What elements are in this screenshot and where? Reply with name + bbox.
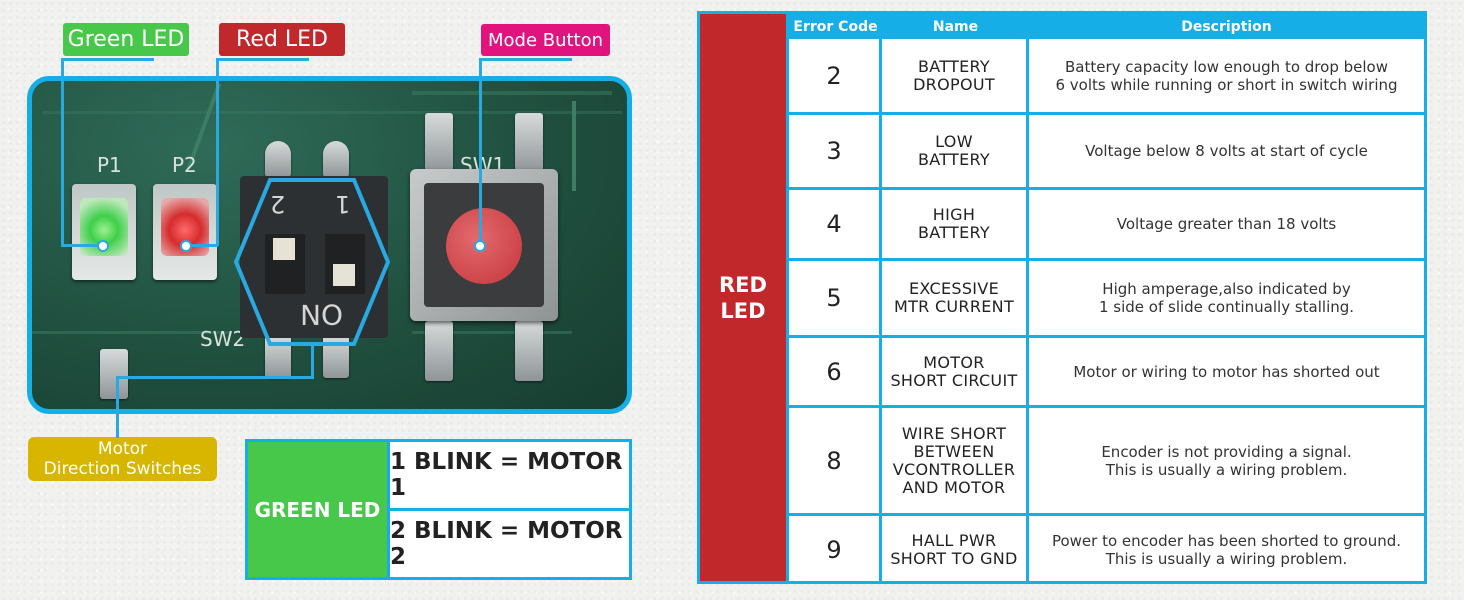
legend-row-2: 2 BLINK = MOTOR 2 bbox=[390, 508, 629, 577]
circuit-board-photo: P1 P2 SW1 SW2 2 1 ON bbox=[27, 76, 632, 414]
table-row: 8 WIRE SHORT BETWEEN VCONTROLLER AND MOT… bbox=[789, 405, 1424, 513]
error-description: High amperage,also indicated by 1 side o… bbox=[1098, 280, 1355, 316]
mode-button-label: Mode Button bbox=[481, 24, 610, 56]
error-name: BATTERY DROPOUT bbox=[882, 39, 1029, 112]
error-code: 6 bbox=[789, 338, 882, 405]
green-led-legend: GREEN LED 1 BLINK = MOTOR 1 2 BLINK = MO… bbox=[245, 439, 632, 580]
p1-silkscreen: P1 bbox=[97, 153, 122, 177]
error-name: MOTOR SHORT CIRCUIT bbox=[882, 338, 1029, 405]
sw2-silkscreen: SW2 bbox=[200, 327, 246, 351]
table-row: 6 MOTOR SHORT CIRCUIT Motor or wiring to… bbox=[789, 335, 1424, 405]
table-header: Error Code Name Description bbox=[789, 14, 1424, 39]
error-name: LOW BATTERY bbox=[882, 115, 1029, 187]
error-description: Encoder is not providing a signal. This … bbox=[1101, 442, 1352, 479]
red-led-side-label: RED LED bbox=[700, 14, 789, 581]
table-row: 4 HIGH BATTERY Voltage greater than 18 v… bbox=[789, 187, 1424, 258]
error-name: HALL PWR SHORT TO GND bbox=[882, 516, 1029, 584]
header-name: Name bbox=[932, 18, 979, 35]
red-led bbox=[153, 184, 217, 280]
error-code: 5 bbox=[789, 261, 882, 335]
motor-direction-label: Motor Direction Switches bbox=[28, 437, 217, 481]
table-row: 2 BATTERY DROPOUT Battery capacity low e… bbox=[789, 39, 1424, 112]
legend-row-1: 1 BLINK = MOTOR 1 bbox=[390, 449, 623, 501]
error-description: Battery capacity low enough to drop belo… bbox=[1055, 57, 1398, 94]
error-name: HIGH BATTERY bbox=[882, 190, 1029, 258]
switch-highlight-hexagon bbox=[233, 178, 391, 346]
p2-silkscreen: P2 bbox=[172, 153, 197, 177]
error-description: Voltage below 8 volts at start of cycle bbox=[1085, 142, 1368, 160]
table-row: 3 LOW BATTERY Voltage below 8 volts at s… bbox=[789, 112, 1424, 187]
error-code: 3 bbox=[789, 115, 882, 187]
error-code: 2 bbox=[789, 39, 882, 112]
error-description: Power to encoder has been shorted to gro… bbox=[1051, 532, 1402, 568]
header-error-code: Error Code bbox=[793, 18, 878, 35]
error-code-table: RED LED Error Code Name Description 2 BA… bbox=[697, 11, 1427, 584]
green-led bbox=[72, 184, 136, 280]
header-description: Description bbox=[1181, 18, 1272, 35]
error-code: 8 bbox=[789, 408, 882, 513]
error-description: Motor or wiring to motor has shorted out bbox=[1073, 362, 1380, 381]
error-name: WIRE SHORT BETWEEN VCONTROLLER AND MOTOR bbox=[882, 408, 1029, 513]
red-led-label: Red LED bbox=[219, 23, 345, 56]
error-description: Voltage greater than 18 volts bbox=[1116, 215, 1337, 233]
green-led-label: Green LED bbox=[63, 23, 189, 56]
motor-direction-switches: 2 1 ON bbox=[240, 176, 388, 338]
table-body: 2 BATTERY DROPOUT Battery capacity low e… bbox=[789, 39, 1424, 584]
table-row: 9 HALL PWR SHORT TO GND Power to encoder… bbox=[789, 513, 1424, 584]
table-row: 5 EXCESSIVE MTR CURRENT High amperage,al… bbox=[789, 258, 1424, 335]
green-led-legend-title: GREEN LED bbox=[248, 442, 390, 577]
error-code: 4 bbox=[789, 190, 882, 258]
error-code: 9 bbox=[789, 516, 882, 584]
error-name: EXCESSIVE MTR CURRENT bbox=[882, 261, 1029, 335]
